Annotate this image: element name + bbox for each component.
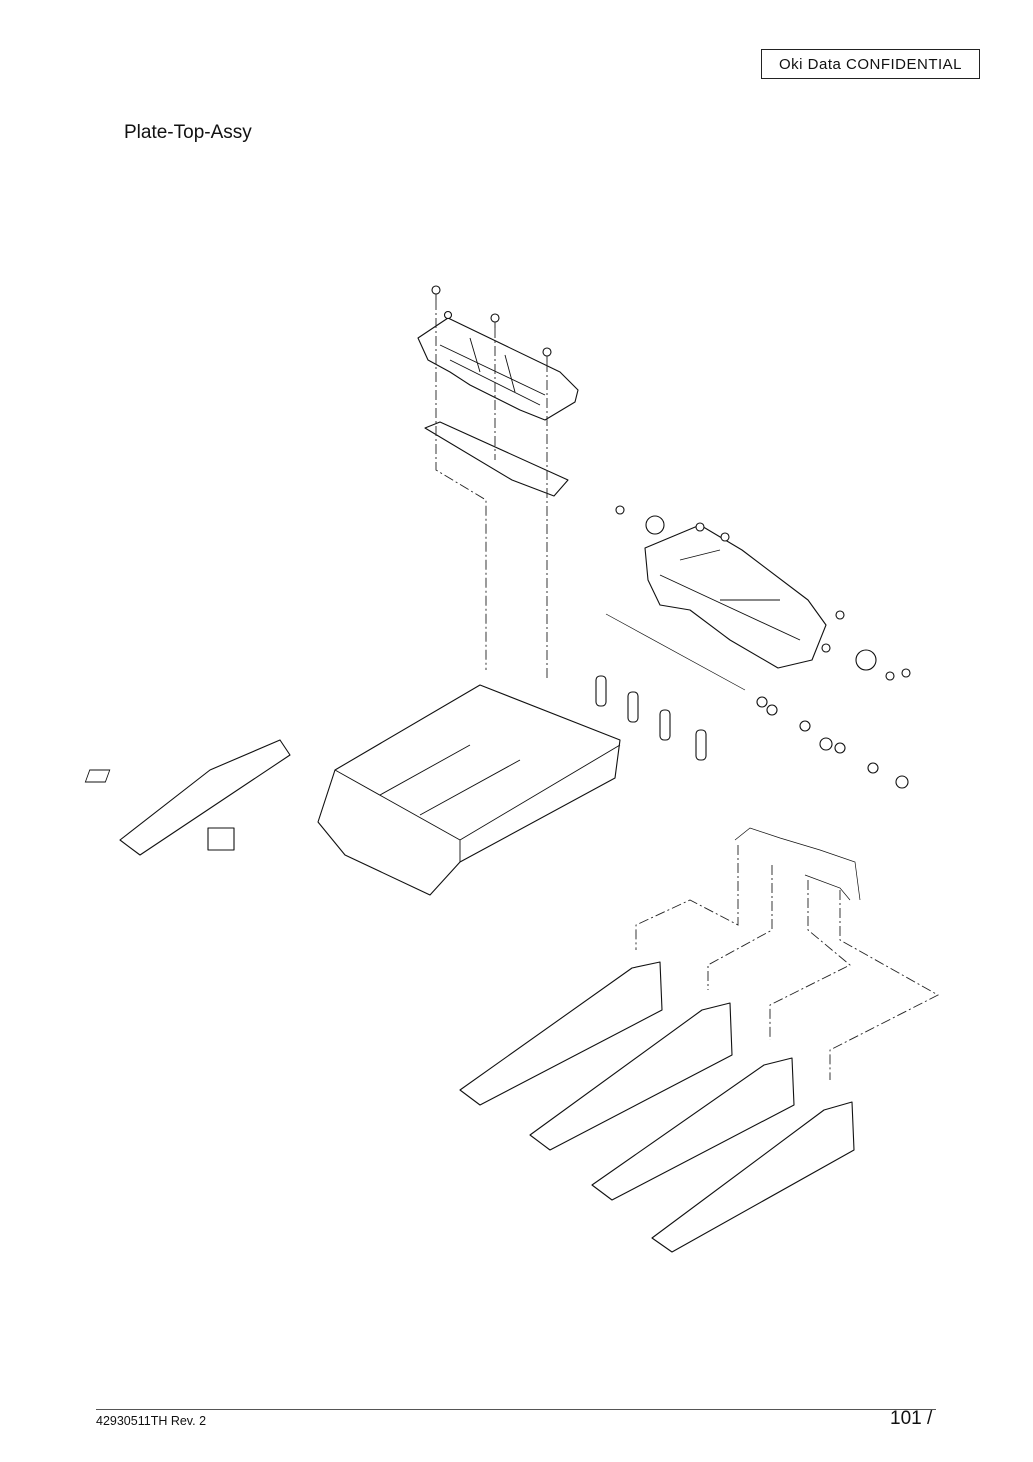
flat-plate-part: [424, 421, 569, 497]
document-number: 42930511TH Rev. 2: [96, 1414, 207, 1428]
cartridge-guide-4: [651, 1101, 855, 1253]
cartridge-guide-1: [459, 961, 663, 1106]
upper-bracket-part: [417, 317, 579, 421]
shaft-part: [605, 613, 746, 691]
cartridge-guide-3: [591, 1057, 795, 1201]
left-duct-part: [119, 739, 291, 856]
spring-levers: [595, 675, 707, 761]
confidential-label: Oki Data CONFIDENTIAL: [761, 49, 980, 79]
page-title: Plate-Top-Assy: [124, 122, 252, 143]
cartridge-guide-2: [529, 1002, 733, 1151]
page-number: 101 /: [890, 1408, 933, 1429]
cable-harness: [734, 827, 861, 901]
gear-bracket-part: [615, 505, 911, 681]
screw-icons: [431, 285, 552, 362]
main-frame-part: [84, 684, 621, 896]
bearing-row: [756, 696, 909, 789]
footer-rule: [96, 1409, 936, 1410]
